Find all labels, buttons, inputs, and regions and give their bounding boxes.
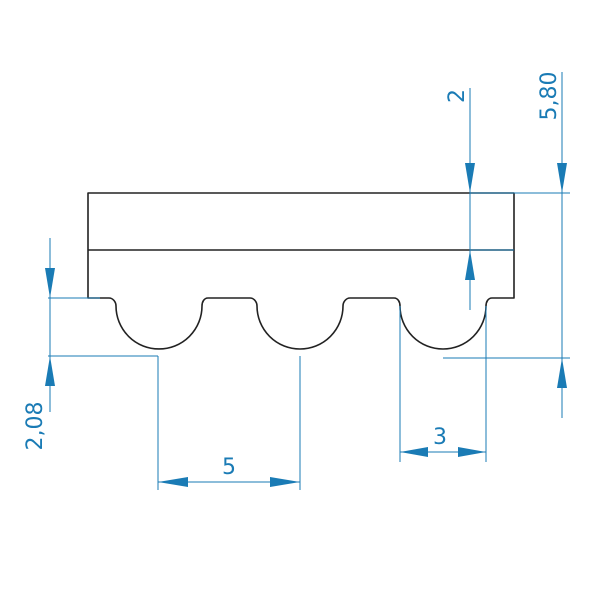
arrow-left-head (158, 477, 188, 487)
pitch-dimension: 5 (157, 356, 301, 490)
belt-outline (87, 192, 515, 350)
arrow-right-head (270, 477, 300, 487)
tooth-height-dimension: 2,08 (23, 238, 158, 450)
tooth-width-dimension: 3 (399, 306, 487, 462)
pitch-label: 5 (222, 455, 236, 480)
belt-profile (87, 192, 515, 350)
top-thickness-label: 2 (445, 89, 470, 103)
total-height-dimension: 5,80 (443, 72, 570, 418)
arrow-up-head (45, 356, 55, 386)
arrow-up-head (557, 358, 567, 388)
arrow-down-head (557, 163, 567, 193)
tooth-width-label: 3 (433, 425, 447, 450)
arrow-down-head (45, 268, 55, 298)
arrow-left-head (400, 447, 428, 457)
tooth-height-label: 2,08 (23, 402, 48, 451)
arrow-up-head (465, 250, 475, 280)
arrow-right-head (458, 447, 486, 457)
arrow-down-head (465, 163, 475, 193)
total-height-label: 5,80 (537, 72, 562, 121)
top-thickness-dimension: 2 (445, 88, 514, 310)
